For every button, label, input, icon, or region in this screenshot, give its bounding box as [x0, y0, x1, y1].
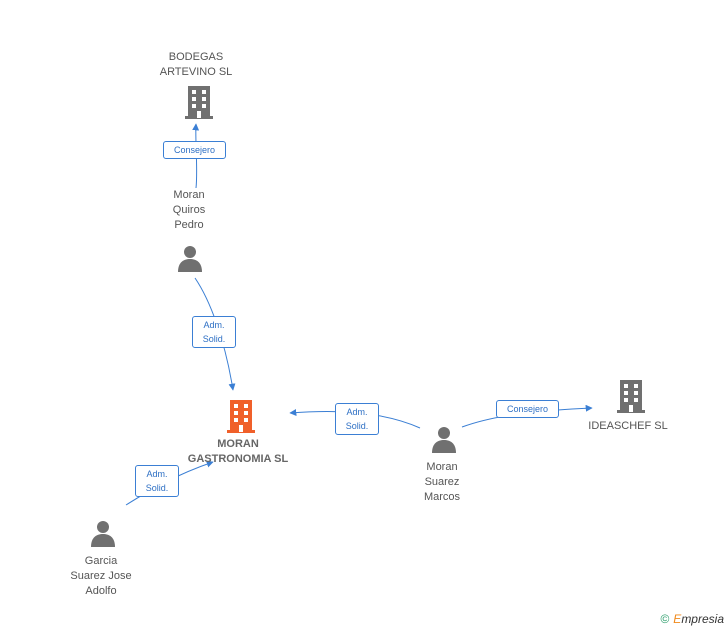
footer-brand: ©Empresia [660, 612, 724, 626]
person-icon[interactable] [89, 519, 117, 547]
node-label-moran-suarez[interactable]: Moran Suarez Marcos [423, 461, 461, 503]
person-icon[interactable] [176, 244, 204, 272]
node-label-garcia[interactable]: Garcia Suarez Jose Adolfo [70, 555, 132, 597]
person-icon[interactable] [430, 425, 458, 453]
building-icon[interactable] [183, 84, 215, 120]
brand-logo: Empresia [673, 612, 724, 626]
copyright-icon: © [660, 612, 670, 626]
node-label-bodegas[interactable]: BODEGAS ARTEVINO SL [159, 51, 233, 78]
edge-tag-adm-solid-suarez[interactable]: Adm. Solid. [335, 403, 379, 435]
building-icon[interactable] [225, 398, 257, 434]
node-label-moran-gastronomia[interactable]: MORAN GASTRONOMIA SL [187, 438, 289, 465]
edge-tag-adm-solid-garcia[interactable]: Adm. Solid. [135, 465, 179, 497]
edge-tag-adm-solid-quiros[interactable]: Adm. Solid. [192, 316, 236, 348]
edge-tag-consejero-ideaschef[interactable]: Consejero [496, 400, 559, 418]
building-icon[interactable] [615, 378, 647, 414]
node-label-ideaschef[interactable]: IDEASCHEF SL [588, 420, 668, 432]
node-label-moran-quiros[interactable]: Moran Quiros Pedro [172, 189, 206, 231]
edge-tag-consejero-bodegas[interactable]: Consejero [163, 141, 226, 159]
